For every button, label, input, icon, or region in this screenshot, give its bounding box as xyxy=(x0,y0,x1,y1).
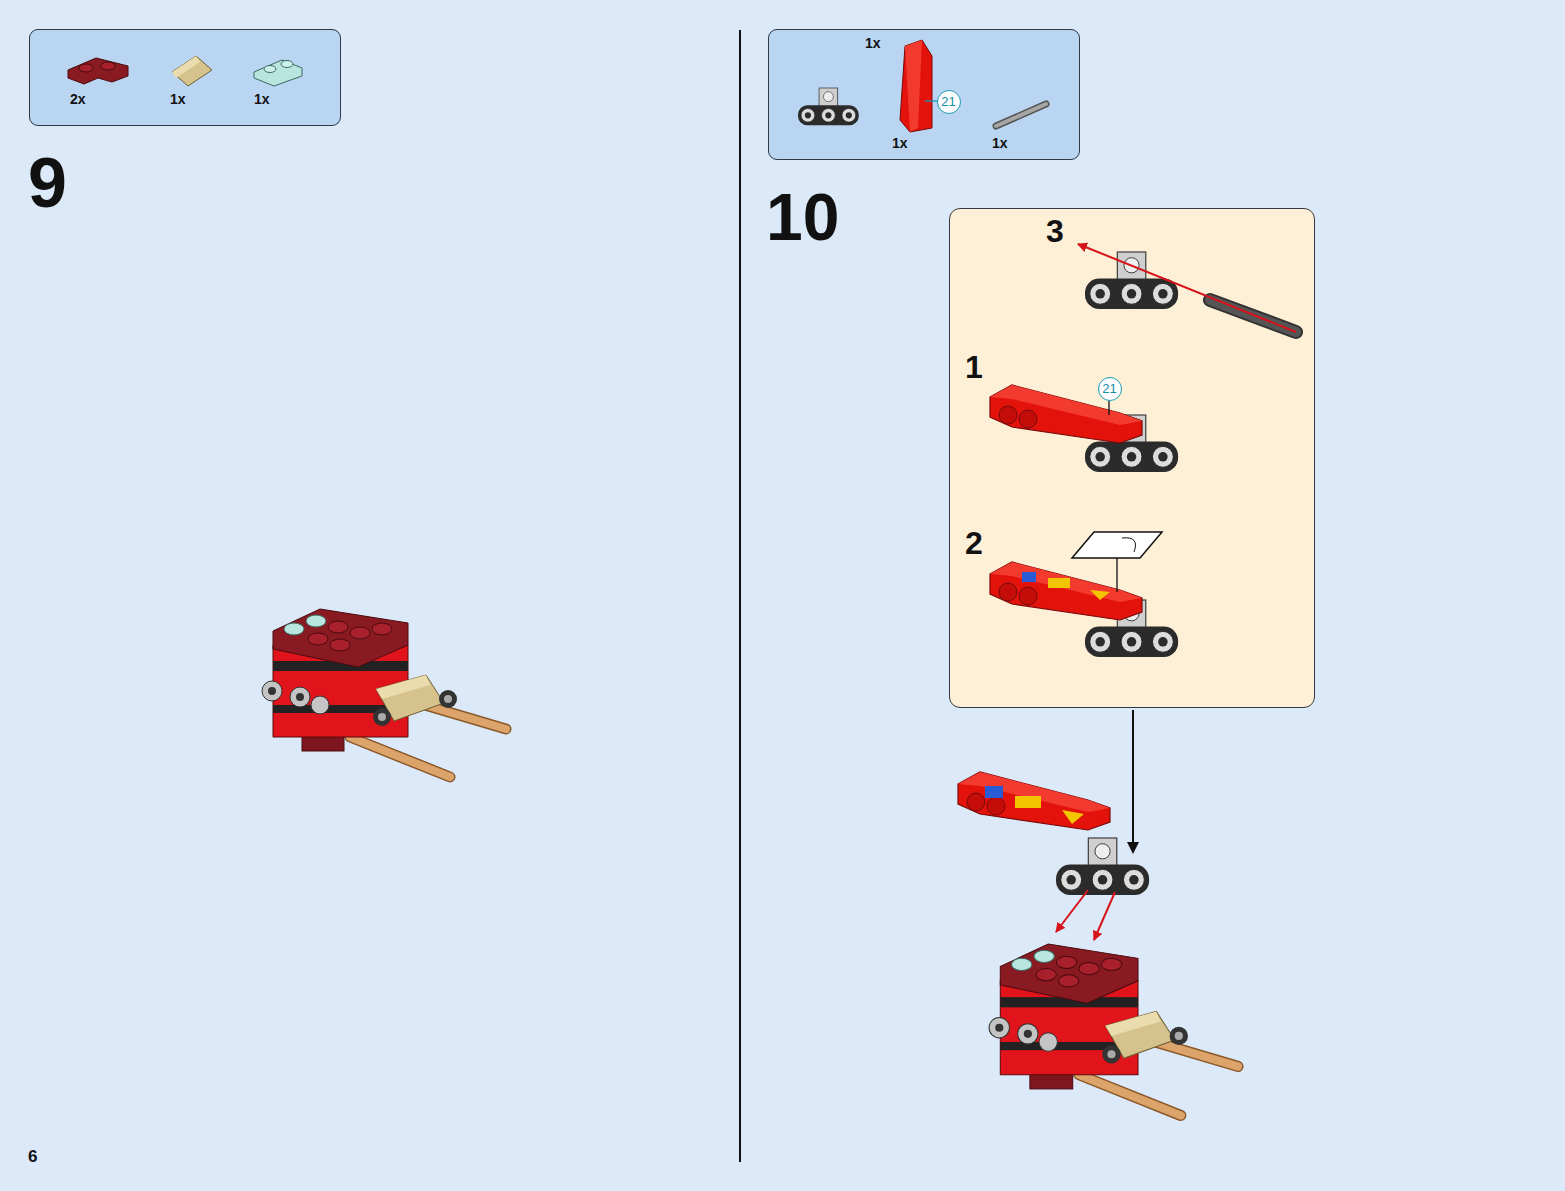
sub-build-box: 21123 xyxy=(949,208,1315,708)
part-count: 1x xyxy=(892,136,908,150)
callout-circle: 21 xyxy=(1098,377,1122,401)
substep-number: 1 xyxy=(965,351,983,383)
substep-number: 3 xyxy=(1046,215,1064,247)
part-count: 1x xyxy=(865,36,881,50)
step-number: 10 xyxy=(766,184,839,250)
part-count: 1x xyxy=(254,92,270,106)
callout-number: 21 xyxy=(1102,382,1116,395)
callout-number: 21 xyxy=(941,95,955,108)
callout-circle: 21 xyxy=(937,90,961,114)
step-number: 9 xyxy=(28,148,67,218)
parts-panel: 2x 1x 1x xyxy=(29,29,341,126)
part-count: 2x xyxy=(70,92,86,106)
part-count: 1x xyxy=(992,136,1008,150)
page-number: 6 xyxy=(28,1148,37,1165)
parts-panel: 21 1x 1x 1x xyxy=(768,29,1080,160)
substep-number: 2 xyxy=(965,527,983,559)
part-count: 1x xyxy=(170,92,186,106)
